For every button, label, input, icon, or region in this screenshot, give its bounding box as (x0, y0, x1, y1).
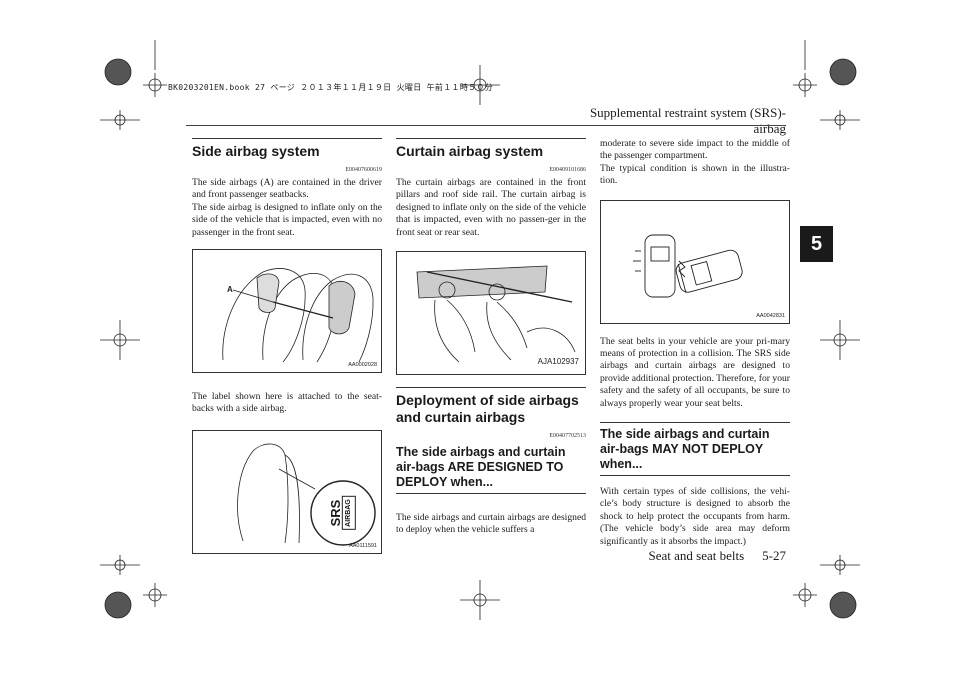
subsection-title-designed: The side airbags and curtain air-bags AR… (396, 445, 586, 495)
paragraph: The typical condition is shown in the il… (600, 162, 790, 187)
column-curtain-airbag: Curtain airbag system E00409101686 The c… (396, 138, 586, 537)
paragraph: The side airbags and curtain airbags are… (396, 512, 586, 536)
section-title-side-airbag: Side airbag system (192, 138, 382, 164)
figure-label-a: A (227, 285, 233, 295)
seat-illustration (222, 268, 374, 363)
figure-code: AA0002028 (348, 362, 377, 369)
header-rule (186, 125, 786, 126)
figure-code: AJA102937 (537, 357, 579, 367)
paragraph: The label shown here is attached to the … (192, 391, 382, 415)
section-code: E00409101686 (549, 167, 586, 173)
section-code: E00407702513 (549, 433, 586, 440)
section-title-curtain-airbag: Curtain airbag system (396, 138, 586, 164)
seatback-illustration (237, 443, 376, 546)
label-airbag: AIRBAG (342, 496, 356, 530)
curtain-airbag-illustration (416, 265, 576, 363)
figure-srs-label: SRS AIRBAG AA0111591 (192, 429, 382, 554)
figure-code: AA0111591 (349, 542, 377, 549)
section-title-deployment: Deployment of side airbags and curtain a… (396, 387, 586, 430)
column-side-airbag: Side airbag system E00407600619 The side… (192, 138, 382, 554)
side-impact-illustration (633, 234, 743, 298)
figure-curtain-airbag: AJA102937 (396, 251, 586, 376)
label-srs: SRS (328, 499, 343, 527)
paragraph: With certain types of side collisions, t… (600, 486, 790, 547)
paragraph: The side airbag is designed to inflate o… (192, 201, 382, 238)
srs-airbag-label: SRS AIRBAG (321, 493, 365, 533)
file-stamp: BK0203201EN.book 27 ページ ２０１３年１１月１９日 火曜日 … (168, 83, 494, 92)
page-header-title: Supplemental restraint system (SRS)-airb… (589, 105, 786, 136)
paragraph: The side airbags (A) are contained in th… (192, 177, 382, 201)
footer-page-number: 5-27 (762, 548, 786, 563)
figure-code: AA0042831 (756, 312, 785, 319)
paragraph: The seat belts in your vehicle are your … (600, 335, 790, 409)
column-deployment-continued: moderate to severe side impact to the mi… (600, 138, 790, 548)
section-code: E00407600619 (345, 167, 382, 173)
subsection-title-may-not: The side airbags and curtain air-bags MA… (600, 422, 790, 477)
footer-section: Seat and seat belts (648, 548, 745, 563)
figure-side-impact: AA0042831 (600, 199, 790, 324)
figure-side-airbag-seats: A AA0002028 (192, 249, 382, 374)
chapter-tab: 5 (800, 226, 833, 262)
page-footer: Seat and seat belts 5-27 (600, 548, 786, 564)
paragraph: moderate to severe side impact to the mi… (600, 138, 790, 162)
paragraph: The curtain airbags are contained in the… (396, 177, 586, 238)
